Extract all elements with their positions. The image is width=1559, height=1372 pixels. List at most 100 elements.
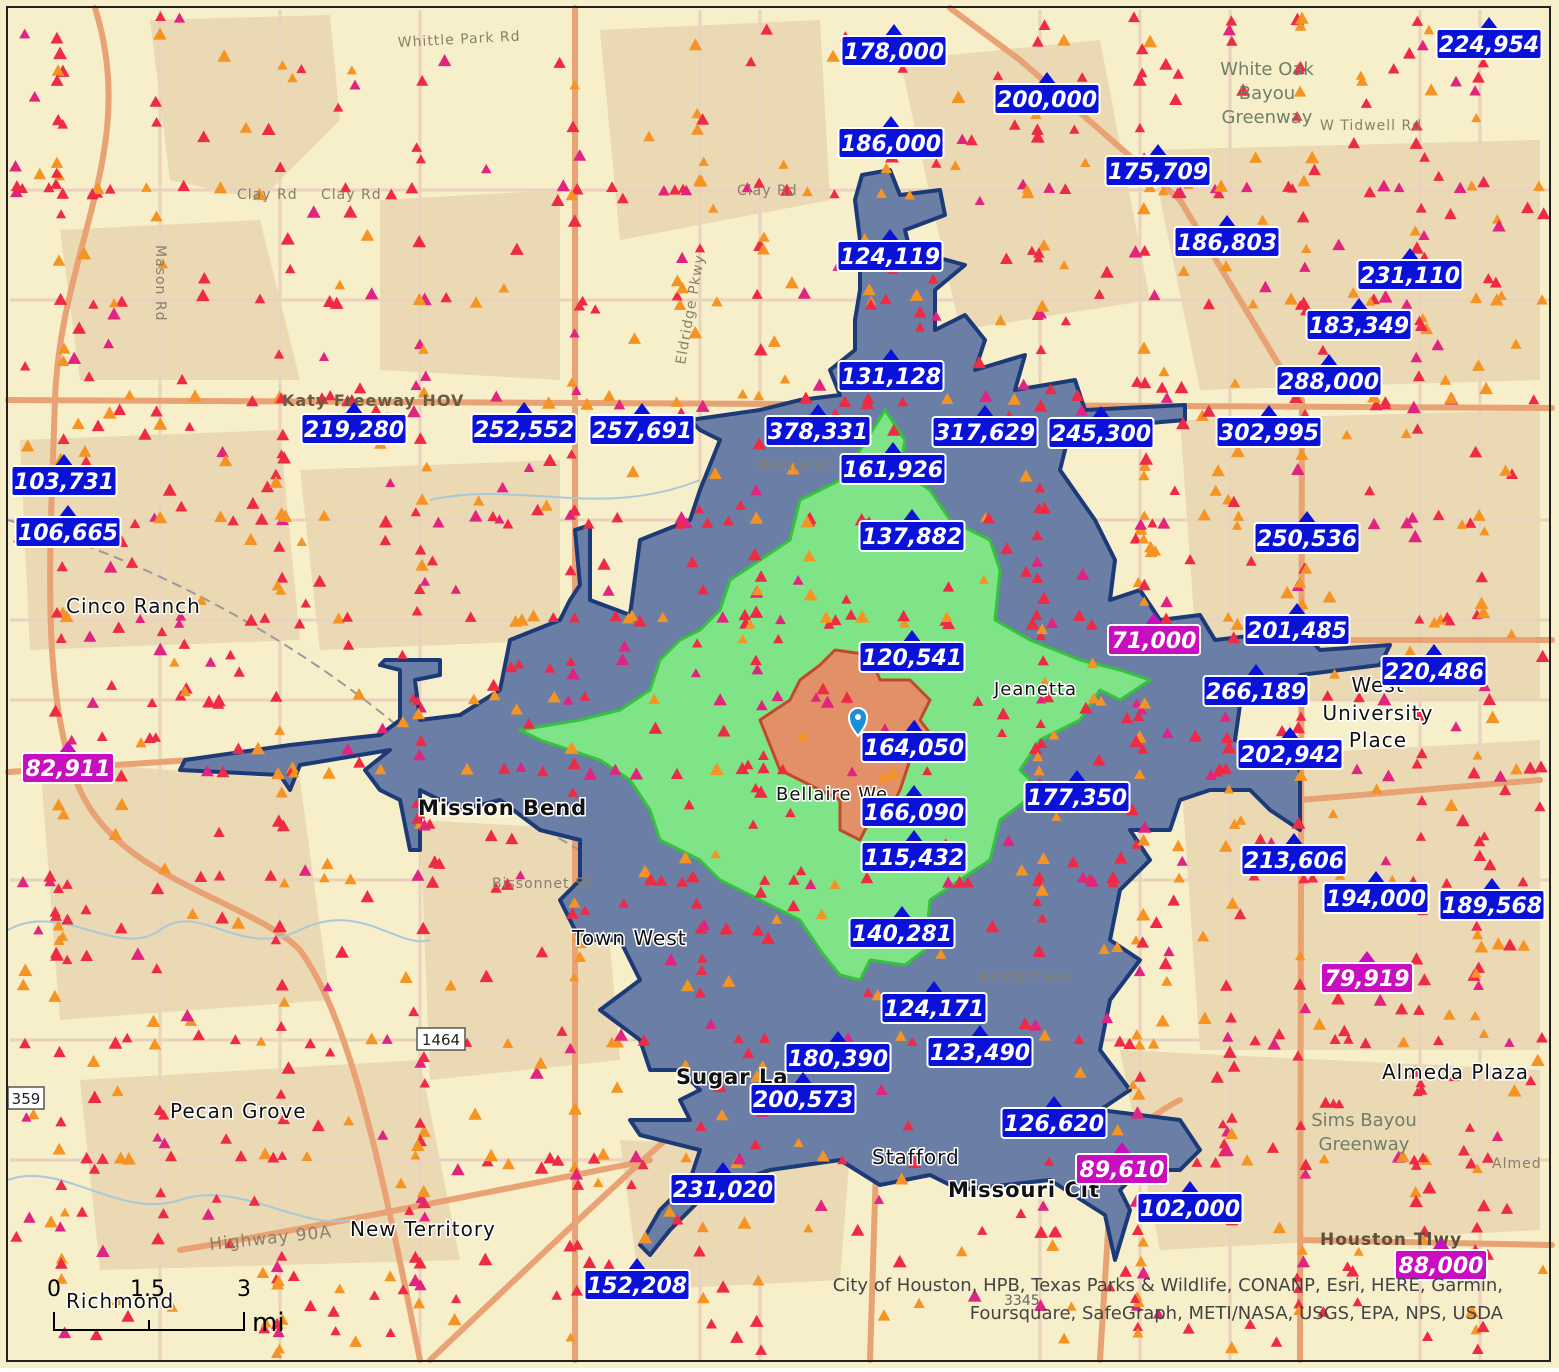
- traffic-point-marker: [408, 1006, 420, 1017]
- traffic-count-label[interactable]: 302,995: [1215, 405, 1323, 448]
- traffic-point-marker: [1009, 119, 1021, 130]
- traffic-count-value: 124,119: [840, 245, 940, 270]
- traffic-count-label[interactable]: 123,490: [926, 1025, 1034, 1068]
- water-label-white-oak-3: Greenway: [1222, 107, 1313, 128]
- traffic-count-label[interactable]: 378,331: [764, 404, 872, 447]
- traffic-count-label[interactable]: 252,552: [470, 402, 578, 445]
- traffic-count-label[interactable]: 183,349: [1305, 298, 1413, 341]
- count-marker-icon: [829, 1031, 847, 1043]
- traffic-point-marker: [529, 1066, 544, 1079]
- traffic-point-marker: [256, 1266, 270, 1278]
- traffic-point-marker: [158, 862, 172, 874]
- traffic-point-marker: [626, 465, 640, 478]
- traffic-point-marker: [690, 668, 701, 678]
- traffic-point-marker: [341, 611, 354, 622]
- traffic-count-label[interactable]: 106,665: [14, 505, 122, 548]
- traffic-point-marker: [275, 1020, 287, 1031]
- traffic-count-label[interactable]: 231,110: [1356, 248, 1464, 291]
- traffic-point-marker: [664, 953, 678, 966]
- traffic-count-label[interactable]: 88,000: [1394, 1238, 1488, 1281]
- traffic-count-label[interactable]: 152,208: [583, 1258, 691, 1301]
- traffic-point-marker: [1069, 124, 1080, 134]
- traffic-point-marker: [1017, 378, 1030, 390]
- traffic-count-label[interactable]: 79,919: [1320, 951, 1414, 994]
- traffic-count-label[interactable]: 250,536: [1253, 511, 1361, 554]
- count-marker-icon: [1281, 727, 1299, 739]
- traffic-point-marker: [1410, 241, 1424, 254]
- traffic-count-label[interactable]: 124,171: [880, 981, 988, 1024]
- traffic-point-marker: [415, 493, 429, 505]
- traffic-count-label[interactable]: 164,050: [860, 720, 968, 763]
- traffic-count-label[interactable]: 89,610: [1075, 1142, 1169, 1185]
- count-marker-icon: [882, 349, 900, 361]
- traffic-count-label[interactable]: 126,620: [1000, 1096, 1108, 1139]
- traffic-count-label[interactable]: 103,731: [10, 454, 118, 497]
- traffic-point-marker: [264, 869, 277, 881]
- traffic-count-label[interactable]: 115,432: [860, 830, 968, 873]
- traffic-count-value: 213,606: [1244, 849, 1344, 874]
- traffic-point-marker: [1136, 1266, 1151, 1279]
- traffic-count-label[interactable]: 186,803: [1173, 215, 1281, 258]
- traffic-point-marker: [1171, 187, 1184, 198]
- traffic-count-label[interactable]: 317,629: [931, 405, 1039, 448]
- traffic-count-label[interactable]: 124,119: [836, 229, 944, 272]
- traffic-count-label[interactable]: 161,926: [839, 442, 947, 485]
- traffic-count-label[interactable]: 213,606: [1240, 833, 1348, 876]
- traffic-count-label[interactable]: 266,189: [1202, 664, 1310, 707]
- traffic-count-label[interactable]: 189,568: [1438, 878, 1546, 921]
- traffic-count-label[interactable]: 202,942: [1236, 727, 1344, 770]
- traffic-count-label[interactable]: 120,541: [858, 630, 966, 673]
- drive-region-inner[interactable]: [758, 648, 937, 842]
- traffic-point-marker: [816, 682, 830, 695]
- traffic-point-marker: [460, 762, 474, 775]
- traffic-count-label[interactable]: 200,000: [993, 72, 1101, 115]
- count-marker-icon: [1181, 1181, 1199, 1193]
- traffic-count-label[interactable]: 71,000: [1107, 613, 1201, 656]
- traffic-point-marker: [1457, 1144, 1470, 1156]
- traffic-count-label[interactable]: 186,000: [837, 116, 945, 159]
- traffic-point-marker: [1035, 737, 1048, 748]
- traffic-count-label[interactable]: 288,000: [1275, 354, 1383, 397]
- traffic-point-marker: [211, 1193, 222, 1203]
- traffic-count-label[interactable]: 219,280: [300, 402, 408, 445]
- traffic-point-marker: [1138, 533, 1150, 544]
- traffic-point-marker: [1007, 392, 1021, 405]
- traffic-point-marker: [814, 1199, 828, 1211]
- traffic-count-label[interactable]: 175,709: [1104, 144, 1212, 187]
- traffic-point-marker: [796, 730, 809, 742]
- traffic-point-marker: [566, 449, 577, 459]
- traffic-count-label[interactable]: 140,281: [848, 906, 956, 949]
- traffic-count-label[interactable]: 245,300: [1047, 406, 1155, 449]
- traffic-point-marker: [50, 74, 64, 86]
- traffic-count-label[interactable]: 201,485: [1243, 603, 1351, 646]
- traffic-count-label[interactable]: 102,000: [1136, 1181, 1244, 1224]
- traffic-point-marker: [1043, 182, 1056, 193]
- traffic-count-label[interactable]: 224,954: [1435, 17, 1543, 60]
- traffic-count-label[interactable]: 194,000: [1322, 871, 1430, 914]
- count-marker-icon: [976, 405, 994, 417]
- traffic-point-marker: [19, 28, 31, 39]
- traffic-count-label[interactable]: 220,486: [1380, 644, 1488, 687]
- traffic-point-marker: [1159, 612, 1174, 626]
- traffic-point-marker: [583, 767, 598, 780]
- traffic-count-label[interactable]: 131,128: [837, 349, 945, 392]
- traffic-point-marker: [1353, 1246, 1364, 1256]
- traffic-count-label[interactable]: 82,911: [21, 741, 115, 784]
- location-pin-icon[interactable]: [847, 707, 869, 738]
- traffic-point-marker: [341, 742, 355, 755]
- traffic-count-label[interactable]: 178,000: [840, 24, 948, 67]
- traffic-point-marker: [502, 1157, 515, 1170]
- traffic-count-label[interactable]: 257,691: [588, 403, 696, 446]
- traffic-point-marker: [256, 1036, 267, 1046]
- traffic-count-label[interactable]: 177,350: [1023, 770, 1131, 813]
- traffic-count-label[interactable]: 137,882: [858, 509, 966, 552]
- traffic-point-marker: [411, 142, 422, 152]
- traffic-count-label[interactable]: 180,390: [784, 1031, 892, 1074]
- traffic-count-label[interactable]: 166,090: [860, 785, 968, 828]
- traffic-point-marker: [596, 1147, 610, 1160]
- traffic-count-label[interactable]: 231,020: [669, 1162, 777, 1205]
- traffic-point-marker: [148, 1038, 162, 1050]
- traffic-count-label[interactable]: 200,573: [749, 1072, 857, 1115]
